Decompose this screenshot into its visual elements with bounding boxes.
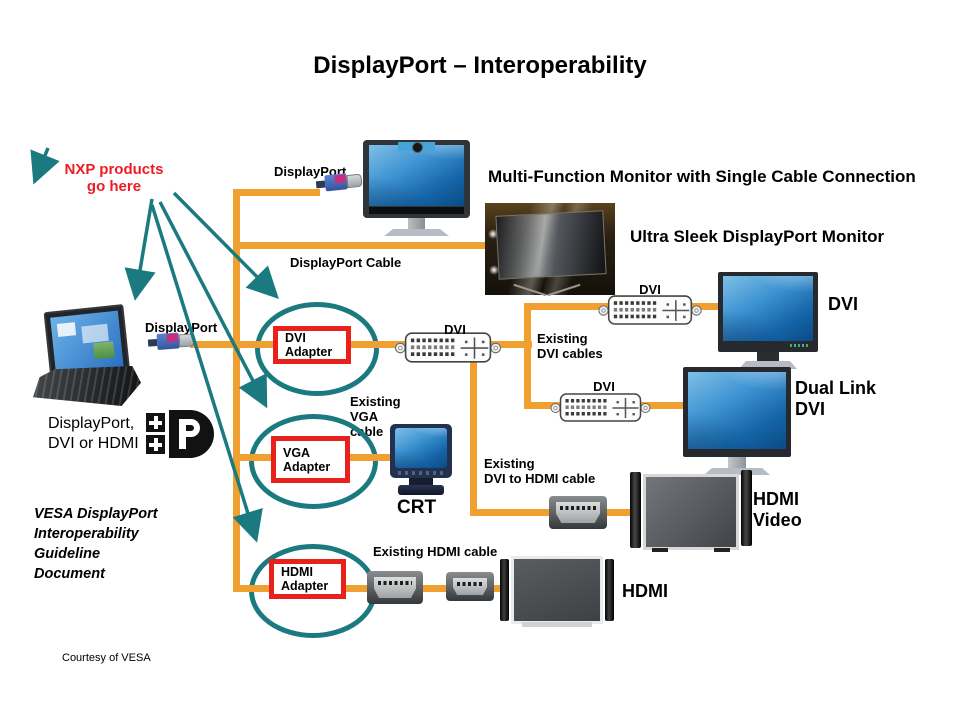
monitor-screen: [688, 372, 786, 449]
dp-plug-body: [156, 332, 180, 350]
tv-foot: [652, 548, 668, 552]
monitor-leg: [547, 283, 581, 297]
monitor-base: [384, 229, 449, 236]
dvi-connector-top-label: DVI: [639, 282, 661, 297]
monitor-leg: [513, 283, 547, 297]
dual-link-dvi-caption: Dual Link DVI: [795, 378, 877, 419]
hdmi-pins: [457, 582, 483, 586]
cable-top-monitor: [233, 189, 320, 196]
crt-body: [390, 424, 452, 478]
monitor-base: [739, 361, 797, 369]
crt-base: [398, 485, 444, 495]
tv-screen: [511, 556, 603, 624]
dp-p-shape: [179, 419, 200, 437]
courtesy-footer: Courtesy of VESA: [62, 652, 151, 664]
hdmi-connector-dvi-to-hdmi: [549, 496, 607, 529]
vga-adapter-box: VGA Adapter: [271, 436, 350, 483]
photo-highlight: [489, 265, 499, 275]
hdmi-connector-tv-side: [446, 572, 494, 601]
page-title: DisplayPort – Interoperability: [313, 52, 647, 79]
dvi-connector-top: [598, 295, 702, 325]
dp-plug-body: [324, 173, 348, 192]
vesa-guideline-note: VESA DisplayPort Interoperability Guidel…: [34, 506, 158, 582]
webcam-icon: [412, 142, 423, 153]
multi-function-monitor-caption: Multi-Function Monitor with Single Cable…: [488, 167, 916, 186]
dvi-connector-bottom: [550, 393, 651, 422]
monitor-base: [704, 468, 770, 475]
hdmi-video-tv-image: [630, 470, 752, 552]
tv-speaker: [500, 559, 509, 621]
monitor-frame: [363, 140, 470, 218]
laptop-image: [33, 304, 141, 406]
laptop-caption: DisplayPort, DVI or HDMI: [48, 415, 139, 452]
dp-plug-tip: [346, 173, 363, 188]
dvi-connector-center-label: DVI: [444, 322, 466, 337]
arrow-to-laptop: [124, 198, 156, 301]
ultra-sleek-monitor-caption: Ultra Sleek DisplayPort Monitor: [630, 227, 885, 246]
dvi-connector-bottom-label: DVI: [593, 379, 615, 394]
crt-buttons: [398, 471, 444, 475]
cable-ultra-sleek: [233, 242, 485, 249]
crt-caption: CRT: [397, 497, 437, 518]
cable-trunk: [233, 189, 240, 592]
monitor-frame: [718, 272, 818, 352]
tv-speaker: [741, 470, 752, 546]
nxp-note: NXP products go here: [64, 161, 164, 195]
plus-icon: [146, 413, 165, 432]
displayport-connector-laptop: [147, 331, 195, 350]
tv-speaker: [630, 472, 641, 548]
dvi-monitor-caption: DVI: [828, 294, 859, 314]
crt-monitor-image: [390, 424, 452, 500]
ultra-sleek-monitor-photo: [485, 203, 615, 297]
arrow-to-vga-adapter: [158, 201, 268, 409]
existing-dvi-to-hdmi-label: Existing DVI to HDMI cable: [484, 456, 596, 486]
speaker-bar: [369, 207, 464, 214]
displayport-monitor-image: [363, 140, 470, 236]
hdmi-tv-caption: HDMI: [622, 581, 668, 601]
arrow-to-laptop-left: [30, 147, 60, 185]
hdmi-adapter-box: HDMI Adapter: [269, 559, 346, 599]
displayport-cable-label: DisplayPort Cable: [290, 255, 402, 270]
monitor-stand: [757, 352, 779, 362]
dp-cable: [147, 338, 158, 347]
monitor-screen: [723, 276, 813, 341]
plus-icon: [146, 435, 165, 454]
cable-dvi-hdmi-vertical: [470, 360, 477, 516]
dual-link-dvi-monitor-image: [683, 367, 791, 475]
monitor-frame: [683, 367, 791, 457]
monitor-stand: [728, 457, 746, 469]
existing-dvi-cables-label: Existing DVI cables: [537, 331, 603, 361]
hdmi-pins: [560, 506, 596, 510]
crt-screen: [395, 428, 447, 468]
hdmi-video-caption: HDMI Video: [753, 489, 802, 530]
displayport-plus-plus-logo-icon: [146, 410, 216, 458]
dvi-monitor-image: [718, 272, 818, 369]
cable-dvi-row: [190, 341, 532, 348]
dp-plug-tip: [178, 332, 195, 347]
monitor-screen: [369, 145, 464, 206]
tv-screen: [643, 474, 739, 550]
existing-hdmi-cable-label: Existing HDMI cable: [373, 544, 498, 559]
dvi-adapter-box: DVI Adapter: [273, 326, 351, 364]
bezel-buttons: [790, 344, 810, 347]
tv-speaker: [605, 559, 614, 621]
laptop-desktop: [50, 310, 124, 376]
hdmi-plug: [453, 578, 487, 595]
monitor-stand: [408, 218, 425, 230]
tv-foot: [714, 548, 730, 552]
hdmi-pins: [378, 581, 412, 585]
crt-neck: [409, 478, 433, 485]
sleek-monitor-panel: [495, 210, 607, 280]
hdmi-tv-image: [500, 556, 614, 628]
photo-highlight: [488, 229, 498, 239]
tv-base: [522, 622, 592, 627]
displayport-connector-top: [315, 172, 363, 193]
cable-dvi-branch-vertical: [524, 303, 531, 409]
hdmi-connector-adapter-side: [367, 571, 423, 604]
